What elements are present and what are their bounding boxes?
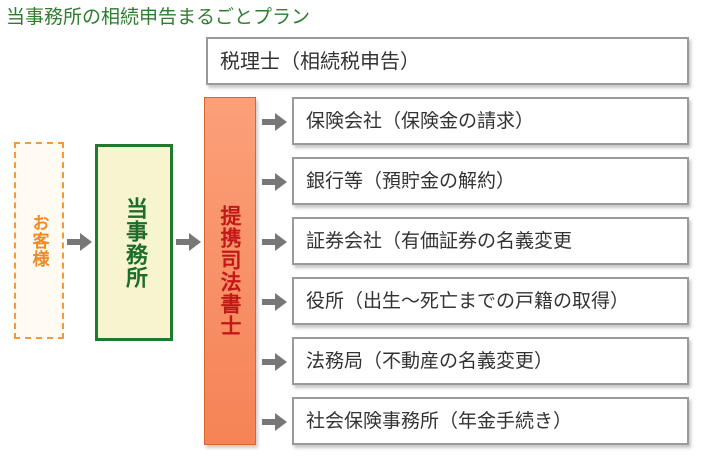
- item-city-office: 役所（出生～死亡までの戸籍の取得）: [292, 277, 689, 325]
- arrow-right-icon: [262, 112, 288, 132]
- arrow-right-icon: [262, 232, 288, 252]
- tax-accountant-box: 税理士（相続税申告）: [206, 37, 689, 85]
- arrow-right-icon: [262, 352, 288, 372]
- office-label: 当事務所: [122, 196, 147, 289]
- arrow-right-icon: [67, 232, 93, 252]
- arrow-right-icon: [176, 232, 202, 252]
- customer-box: お客様: [14, 142, 64, 339]
- arrow-right-icon: [262, 172, 288, 192]
- item-bank: 銀行等（預貯金の解約）: [292, 157, 689, 205]
- customer-label: お客様: [28, 213, 49, 268]
- item-legal-affairs-bureau: 法務局（不動産の名義変更）: [292, 337, 689, 385]
- item-insurance-company: 保険会社（保険金の請求）: [292, 97, 689, 145]
- arrow-right-icon: [262, 412, 288, 432]
- partner-scrivener-box: 提携司法書士: [204, 97, 256, 445]
- page-title: 当事務所の相続申告まるごとプラン: [6, 6, 311, 28]
- scrivener-label: 提携司法書士: [218, 205, 242, 337]
- office-box: 当事務所: [95, 144, 173, 341]
- item-securities-company: 証券会社（有価証券の名義変更: [292, 217, 689, 265]
- arrow-right-icon: [262, 292, 288, 312]
- item-social-insurance-office: 社会保険事務所（年金手続き）: [292, 397, 689, 445]
